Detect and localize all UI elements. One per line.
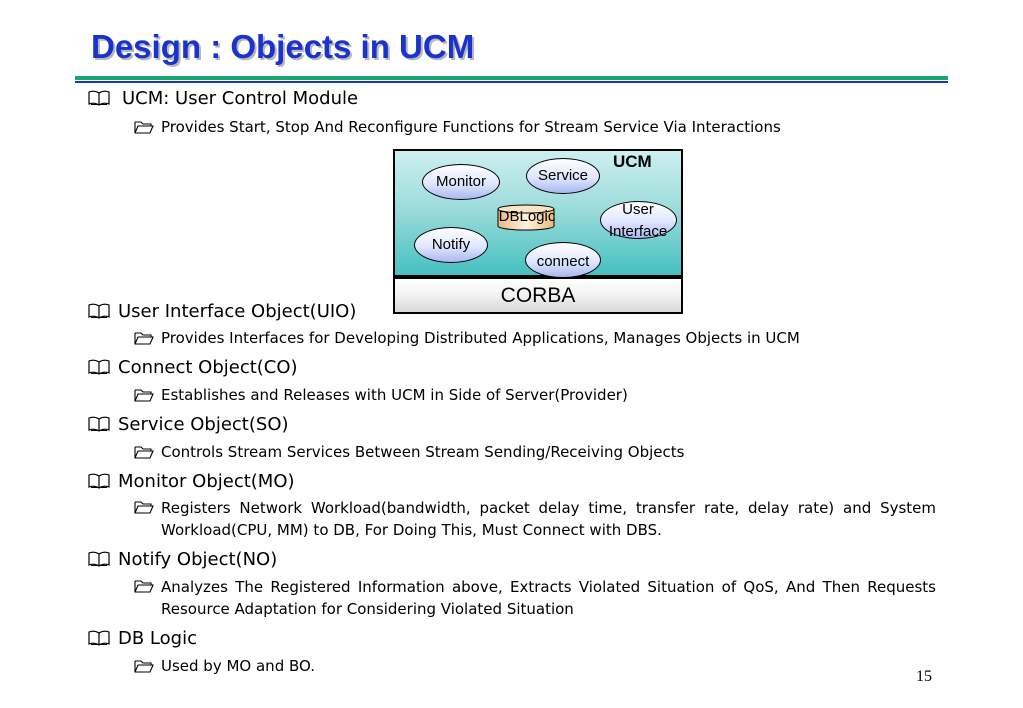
book-icon [88,359,110,375]
sub-bullet-dblogic: Used by MO and BO. [134,657,315,675]
notify-node: Notify [414,227,488,263]
dblogic-cylinder [497,204,555,231]
bullet-no: Notify Object(NO) [88,549,277,570]
folder-icon [134,389,154,402]
bullet-text: UCM: User Control Module [122,88,359,109]
bullet-dblogic: DB Logic [88,628,197,649]
sub-bullet-mo: Registers Network Workload(bandwidth, pa… [134,497,936,541]
sub-bullet-text: Controls Stream Services Between Stream … [161,443,685,461]
bullet-ucm: UCM: User Control Module [88,88,358,109]
folder-icon [134,580,154,593]
connect-label: connect [536,253,590,270]
folder-icon [134,660,154,673]
monitor-label: Monitor [435,173,487,190]
bullet-so: Service Object(SO) [88,414,289,435]
sub-bullet-text: Provides Interfaces for Developing Distr… [161,329,800,347]
folder-icon [134,501,154,514]
bullet-text: User Interface Object(UIO) [118,301,357,322]
connect-node: connect [525,242,601,278]
corba-layer: CORBA [393,277,683,314]
sub-bullet-text: Provides Start, Stop And Reconfigure Fun… [161,118,781,136]
sub-bullet-ucm: Provides Start, Stop And Reconfigure Fun… [134,118,781,136]
bullet-co: Connect Object(CO) [88,357,298,378]
bullet-text: DB Logic [118,628,197,649]
bullet-mo: Monitor Object(MO) [88,471,295,492]
book-icon [88,473,110,489]
bullet-text: Notify Object(NO) [118,549,278,570]
sub-bullet-text: Used by MO and BO. [161,657,315,675]
slide-title: Design : Objects in UCM [91,28,475,65]
bullet-uio: User Interface Object(UIO) [88,301,356,322]
bullet-text: Service Object(SO) [118,414,289,435]
sub-bullet-so: Controls Stream Services Between Stream … [134,443,684,461]
book-icon [88,416,110,432]
bullet-text: Connect Object(CO) [118,357,298,378]
sub-bullet-co: Establishes and Releases with UCM in Sid… [134,386,628,404]
corba-label: CORBA [500,284,576,307]
title-divider [75,76,948,80]
user-interface-label-line2: Interface [608,223,668,240]
folder-icon [134,446,154,459]
service-label: Service [537,167,589,184]
sub-bullet-no: Analyzes The Registered Information abov… [134,576,936,620]
book-icon [88,551,110,567]
user-interface-label-line1: User [622,201,654,218]
monitor-node: Monitor [422,164,500,200]
sub-bullet-text: Analyzes The Registered Information abov… [161,578,936,618]
page-number: 15 [916,668,932,685]
folder-icon [134,332,154,345]
sub-bullet-uio: Provides Interfaces for Developing Distr… [134,329,800,347]
sub-bullet-text: Establishes and Releases with UCM in Sid… [161,386,628,404]
notify-label: Notify [431,236,471,253]
ucm-label: UCM [613,152,652,171]
user-interface-label: User Interface [598,199,678,243]
sub-bullet-text: Registers Network Workload(bandwidth, pa… [161,499,936,539]
bullet-text: Monitor Object(MO) [118,471,295,492]
folder-icon [134,121,154,134]
user-interface-node [600,201,677,239]
service-node: Service [526,158,600,194]
title-divider-blue [75,81,948,83]
book-icon [88,303,110,319]
dblogic-label: DBLogic [498,208,556,225]
book-icon [88,90,110,106]
book-icon [88,630,110,646]
